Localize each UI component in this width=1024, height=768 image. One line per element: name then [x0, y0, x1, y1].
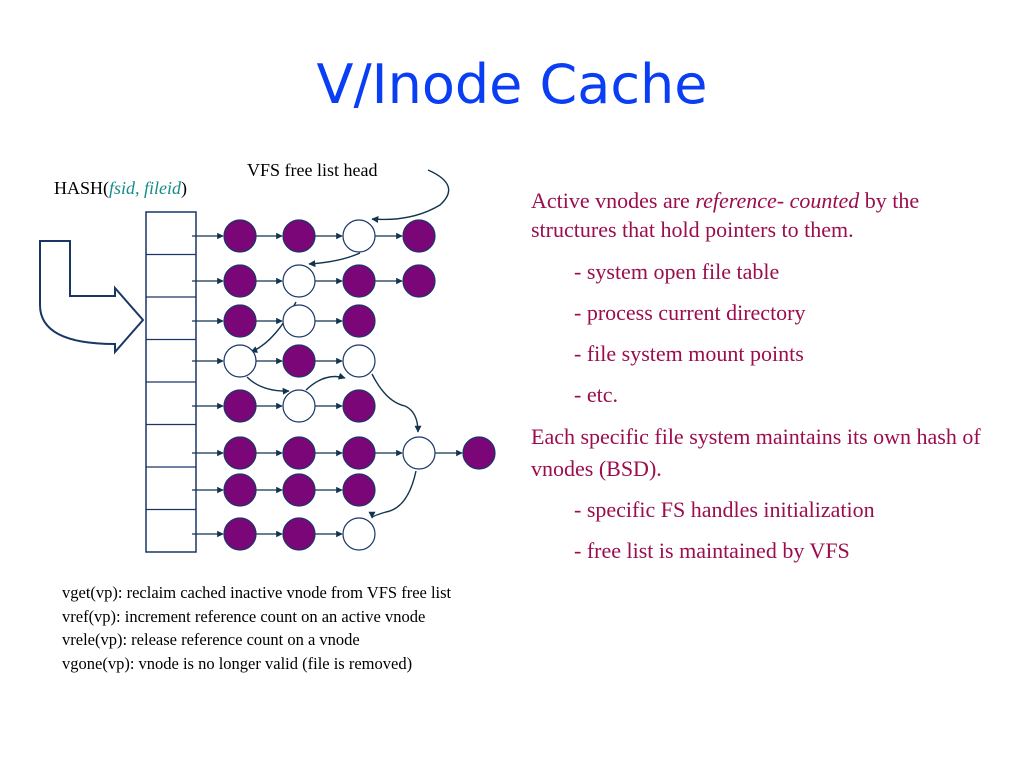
active-vnode	[282, 219, 316, 253]
active-vnode	[282, 344, 316, 378]
free-vnode	[223, 344, 257, 378]
hash-function-label: HASH(fsid, fileid)	[54, 179, 187, 197]
free-list-link	[305, 372, 346, 391]
explanation-text: Active vnodes are reference- counted by …	[531, 186, 981, 565]
free-list-link	[371, 373, 422, 433]
free-vnode	[282, 304, 316, 338]
free-vnode	[342, 517, 376, 551]
operation-line: vget(vp): reclaim cached inactive vnode …	[62, 583, 452, 602]
operation-line: vrele(vp): release reference count on a …	[62, 630, 360, 649]
active-vnode	[223, 264, 257, 298]
active-vnode	[223, 436, 257, 470]
free-vnode	[342, 219, 376, 253]
free-list-head-arrow	[371, 169, 450, 223]
holder-item: - system open file table	[574, 259, 780, 284]
free-list-link	[246, 376, 290, 395]
fs-note: Each specific file system maintains its …	[531, 424, 981, 481]
active-vnode	[342, 264, 376, 298]
active-vnode	[342, 389, 376, 423]
active-vnode	[342, 304, 376, 338]
active-vnode	[282, 517, 316, 551]
hash-label-prefix: HASH(	[54, 178, 110, 198]
active-vnode	[223, 389, 257, 423]
intro-paragraph: Active vnodes are reference- counted by …	[531, 186, 981, 244]
active-vnode	[462, 436, 496, 470]
intro-text: Active vnodes are	[531, 188, 696, 213]
holder-item: - etc.	[574, 382, 618, 407]
free-list-links	[246, 169, 450, 519]
hash-label-suffix: )	[181, 178, 188, 198]
active-vnode	[223, 304, 257, 338]
free-list-link	[308, 252, 361, 268]
operation-line: vgone(vp): vnode is no longer valid (fil…	[62, 653, 413, 673]
free-list-link	[368, 470, 417, 519]
active-vnode	[402, 219, 436, 253]
free-vnode	[342, 344, 376, 378]
chain-arrows	[192, 232, 463, 538]
active-vnode	[282, 473, 316, 507]
intro-emphasis: reference- counted	[695, 188, 860, 213]
slide-title: V/Inode Cache	[316, 53, 708, 116]
hash-input-arrow-icon	[39, 240, 145, 355]
operation-line: vref(vp): increment reference count on a…	[62, 606, 426, 626]
active-vnode	[223, 473, 257, 507]
holder-item: - file system mount points	[574, 341, 804, 366]
vnode-nodes	[223, 219, 496, 551]
hash-table	[145, 211, 197, 553]
free-vnode	[282, 264, 316, 298]
free-vnode	[402, 436, 436, 470]
active-vnode	[402, 264, 436, 298]
active-vnode	[223, 219, 257, 253]
hash-label-args: fsid, fileid	[109, 178, 182, 198]
holder-item: - process current directory	[574, 300, 806, 325]
active-vnode	[223, 517, 257, 551]
free-vnode	[282, 389, 316, 423]
free-list-head-label: VFS free list head	[247, 160, 378, 180]
intro-text-end: by the structures that hold pointers to …	[531, 188, 920, 242]
vnode-operations: vget(vp): reclaim cached inactive vnode …	[62, 581, 451, 675]
active-vnode	[342, 436, 376, 470]
fs-point: - specific FS handles initialization	[574, 497, 875, 522]
active-vnode	[282, 436, 316, 470]
fs-point: - free list is maintained by VFS	[574, 538, 850, 563]
active-vnode	[342, 473, 376, 507]
